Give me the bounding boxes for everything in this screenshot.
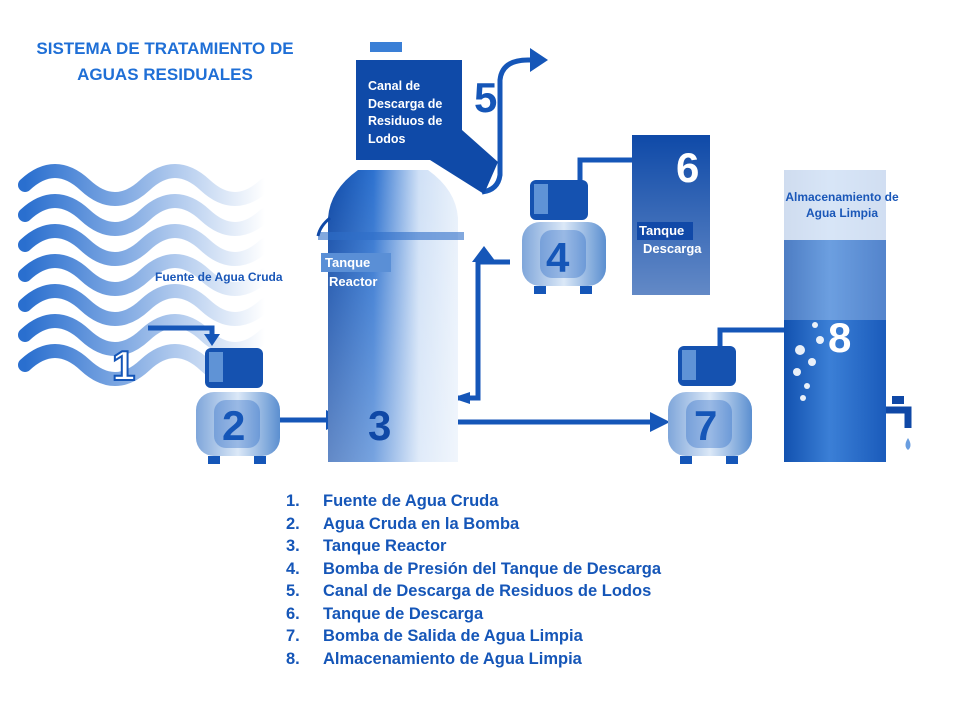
- sludge-channel: [356, 42, 498, 194]
- label-clean-water-storage: Almacenamiento de Agua Limpia: [785, 190, 899, 220]
- legend-text: Bomba de Presión del Tanque de Descarga: [323, 559, 662, 578]
- legend-text: Bomba de Salida de Agua Limpia: [323, 627, 583, 645]
- step-number-8: 8: [828, 314, 851, 361]
- legend-text: Almacenamiento de Agua Limpia: [323, 649, 582, 668]
- legend-number: 6.: [286, 604, 300, 623]
- raw-water-waves: [18, 164, 272, 386]
- pump-4: [522, 180, 606, 294]
- legend-text: Canal de Descarga de Residuos de Lodos: [323, 582, 652, 600]
- legend-text: Agua Cruda en la Bomba: [323, 514, 520, 533]
- diagram-title: SISTEMA DE TRATAMIENTO DE AGUAS RESIDUAL…: [36, 39, 294, 84]
- legend-text: Fuente de Agua Cruda: [323, 492, 499, 510]
- step-number-7: 7: [694, 402, 717, 449]
- step-number-6: 6: [676, 144, 699, 191]
- label-reactor-line1: Tanque: [321, 253, 391, 272]
- legend-number: 8.: [286, 649, 300, 668]
- legend-number: 4.: [286, 559, 300, 578]
- label-discharge-line1: Tanque: [637, 222, 693, 240]
- pump-2: [196, 348, 280, 464]
- reactor-tank: [316, 170, 464, 462]
- legend-list: 1. Fuente de Agua Cruda 2. Agua Cruda en l…: [286, 490, 661, 670]
- pump-7: [668, 346, 752, 464]
- legend-item: 6. Tanque de Descarga: [286, 603, 661, 626]
- label-reactor-line2: Reactor: [329, 274, 378, 289]
- step-number-3: 3: [368, 402, 391, 449]
- legend-item: 2. Agua Cruda en la Bomba: [286, 513, 661, 536]
- step-number-2: 2: [222, 402, 245, 449]
- storage-tank: [784, 170, 912, 462]
- legend-number: 7.: [286, 627, 300, 645]
- step-number-4: 4: [546, 234, 570, 281]
- legend-item: 3. Tanque Reactor: [286, 535, 661, 558]
- legend-number: 1.: [286, 492, 300, 510]
- discharge-tank: [632, 135, 710, 295]
- label-reactor-tank: Tanque Reactor: [321, 253, 393, 291]
- legend-number: 3.: [286, 537, 300, 555]
- legend-number: 5.: [286, 582, 300, 600]
- step-number-5: 5: [474, 74, 497, 121]
- legend-number: 2.: [286, 514, 300, 533]
- label-discharge-line2: Descarga: [643, 241, 702, 256]
- legend-item: 8. Almacenamiento de Agua Limpia: [286, 648, 661, 671]
- legend-text: Tanque de Descarga: [323, 604, 484, 623]
- legend-item: 4. Bomba de Presión del Tanque de Descarg…: [286, 558, 661, 581]
- label-raw-water-source: Fuente de Agua Cruda: [155, 270, 283, 284]
- step-number-1: 1: [112, 342, 135, 389]
- legend-item: 5. Canal de Descarga de Residuos de Lodos: [286, 580, 661, 603]
- label-sludge-channel: Canal de Descarga de Residuos de Lodos: [368, 79, 443, 146]
- legend-item: 1. Fuente de Agua Cruda: [286, 490, 661, 513]
- legend-text: Tanque Reactor: [323, 537, 447, 555]
- label-discharge-tank: Tanque Descarga: [637, 222, 702, 258]
- legend-item: 7. Bomba de Salida de Agua Limpia: [286, 625, 661, 648]
